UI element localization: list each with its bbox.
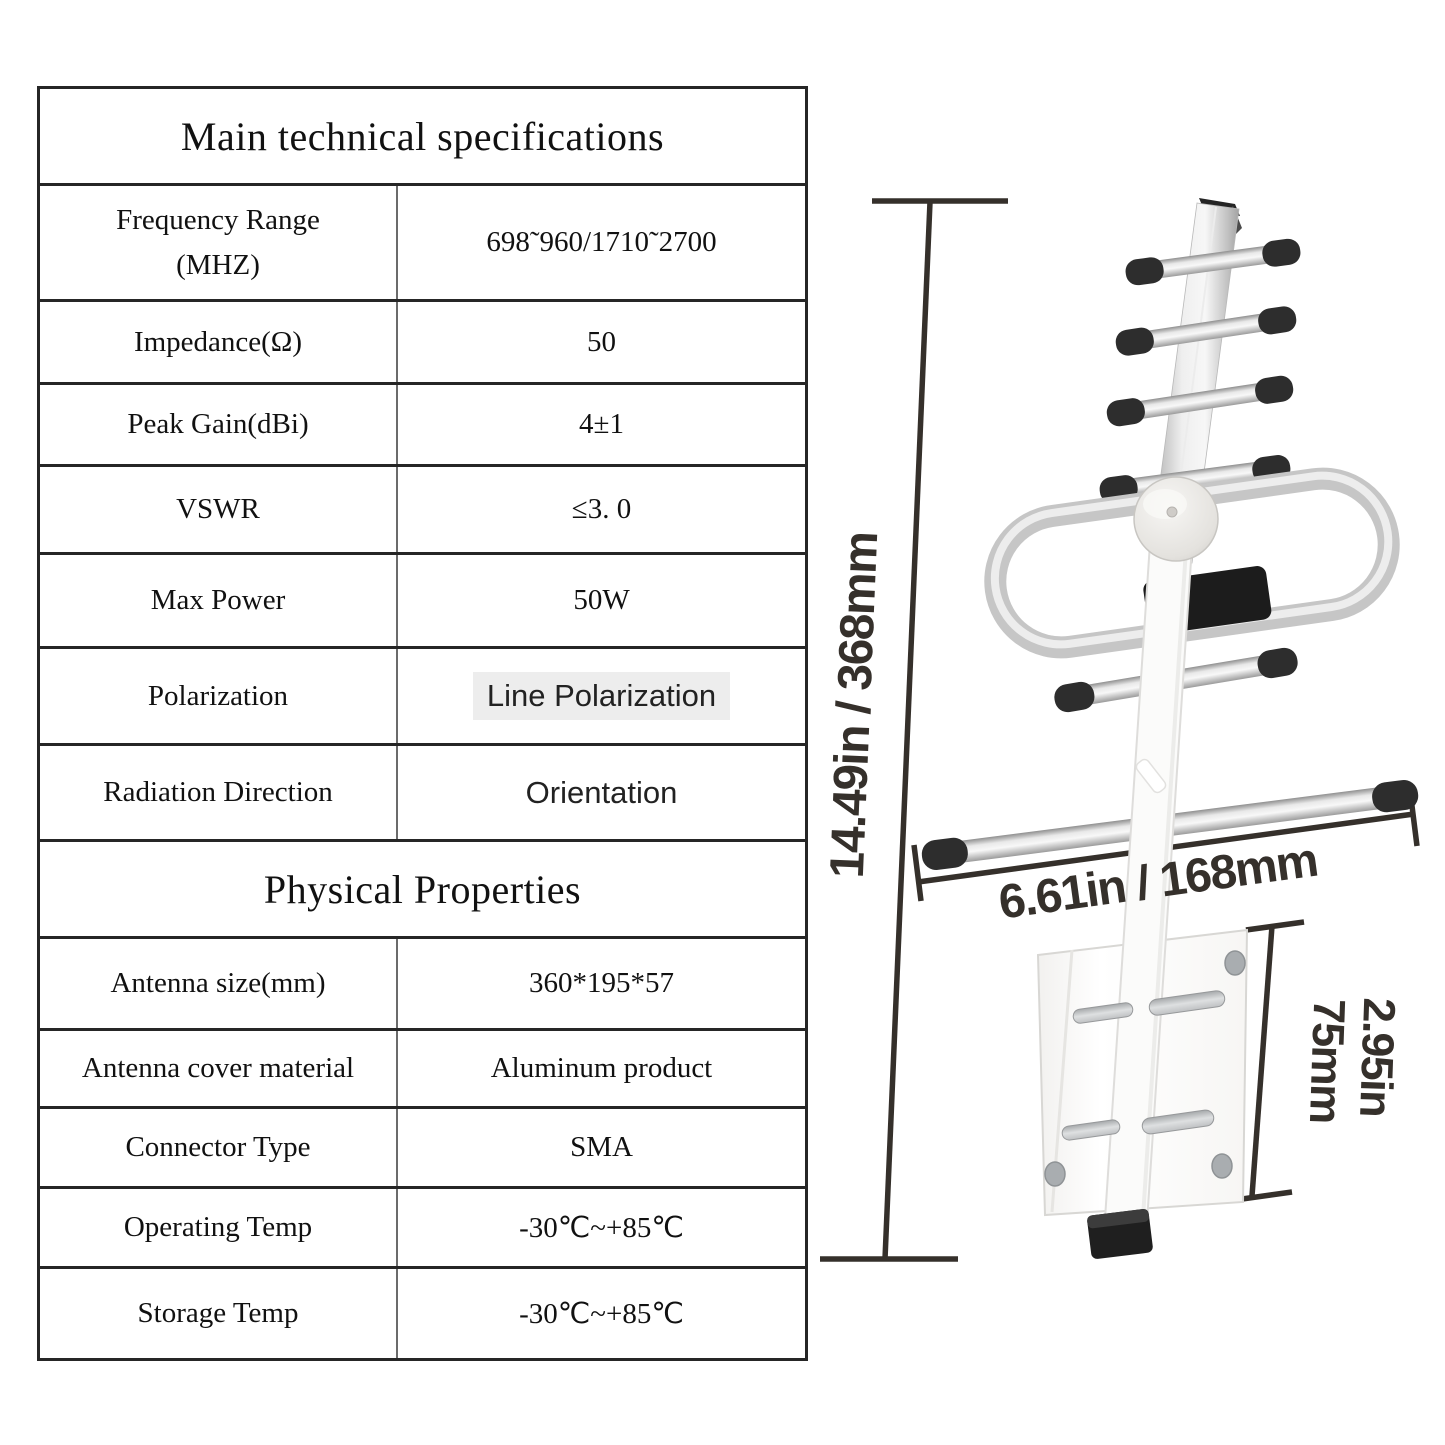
table-section-header: Main technical specifications <box>40 89 805 186</box>
section-title: Physical Properties <box>263 866 582 912</box>
bracket-dimension-line <box>1234 919 1305 1203</box>
boom-end-cap <box>1087 1208 1153 1259</box>
spec-label: Antenna size(mm) <box>40 939 398 1028</box>
spec-value-text: -30℃~+85℃ <box>519 1212 684 1244</box>
table-row: Max Power 50W <box>40 555 805 649</box>
table-row: Polarization Line Polarization <box>40 649 805 746</box>
cable-tie <box>1135 758 1167 794</box>
spec-value-text: 698˜960/1710˜2700 <box>486 226 717 258</box>
spec-value: Line Polarization <box>398 649 805 743</box>
spec-label: Operating Temp <box>40 1189 398 1266</box>
table-row: Frequency Range (MHZ) 698˜960/1710˜2700 <box>40 186 805 302</box>
spec-label: Peak Gain(dBi) <box>40 385 398 464</box>
spec-value-text: Orientation <box>525 774 678 810</box>
section-title: Main technical specifications <box>180 113 665 159</box>
table-row: Operating Temp -30℃~+85℃ <box>40 1189 805 1269</box>
bracket-dimension-mm: 75mm <box>1300 998 1355 1124</box>
spec-label: VSWR <box>40 467 398 552</box>
spec-label: Frequency Range (MHZ) <box>40 186 398 299</box>
spec-label: Radiation Direction <box>40 746 398 839</box>
spec-label: Polarization <box>40 649 398 743</box>
table-row: Antenna cover material Aluminum product <box>40 1031 805 1109</box>
spec-label: Impedance(Ω) <box>40 302 398 382</box>
yagi-antenna-photo: 14.49in / 368mm 6.61in / 168mm 2.95in 75… <box>820 198 1420 1262</box>
table-row: VSWR ≤3. 0 <box>40 467 805 555</box>
table-row: Storage Temp -30℃~+85℃ <box>40 1269 805 1358</box>
table-row: Radiation Direction Orientation <box>40 746 805 842</box>
height-dimension-label: 14.49in / 368mm <box>821 532 888 880</box>
spec-value: 360*195*57 <box>398 939 805 1028</box>
spec-value: Aluminum product <box>398 1031 805 1106</box>
spec-value: 698˜960/1710˜2700 <box>398 186 805 299</box>
table-row: Antenna size(mm) 360*195*57 <box>40 939 805 1031</box>
table-section-header: Physical Properties <box>40 842 805 939</box>
spec-value: ≤3. 0 <box>398 467 805 552</box>
bracket-hole <box>1211 1153 1233 1179</box>
spec-value: -30℃~+85℃ <box>398 1269 805 1358</box>
spec-value: 50 <box>398 302 805 382</box>
antenna-figure: 14.49in / 368mm 6.61in / 168mm 2.95in 75… <box>820 180 1445 1445</box>
spec-value: -30℃~+85℃ <box>398 1189 805 1266</box>
u-bolt-slots <box>1061 990 1226 1141</box>
spec-value-text: 50 <box>587 325 616 358</box>
spec-value-text: Aluminum product <box>490 1052 713 1084</box>
director-element <box>1115 306 1297 356</box>
table-row: Connector Type SMA <box>40 1109 805 1189</box>
spec-label: Connector Type <box>40 1109 398 1186</box>
spec-value: Orientation <box>398 746 805 839</box>
director-element <box>1125 238 1301 286</box>
spec-value: 50W <box>398 555 805 646</box>
bracket-hole <box>1044 1161 1066 1187</box>
spec-label: Storage Temp <box>40 1269 398 1358</box>
bracket-hole <box>1224 950 1246 976</box>
spec-value-text: Line Polarization <box>472 672 731 720</box>
spec-value-text: 50W <box>573 584 630 616</box>
bracket-dimension-inches: 2.95in <box>1350 997 1405 1117</box>
spec-value-text: SMA <box>570 1131 633 1163</box>
spec-value-text: 360*195*57 <box>529 967 674 999</box>
spec-value: SMA <box>398 1109 805 1186</box>
table-row: Impedance(Ω) 50 <box>40 302 805 385</box>
table-row: Peak Gain(dBi) 4±1 <box>40 385 805 467</box>
dipole-hub <box>1133 476 1219 562</box>
spec-value-text: 4±1 <box>579 408 624 440</box>
spec-value-text: -30℃~+85℃ <box>519 1298 684 1330</box>
director-element <box>1106 375 1294 427</box>
height-dimension-line <box>820 198 1008 1262</box>
spec-label: Max Power <box>40 555 398 646</box>
spec-value: 4±1 <box>398 385 805 464</box>
bracket-dimension-label: 2.95in 75mm <box>1300 995 1405 1128</box>
spec-value-text: ≤3. 0 <box>571 493 632 525</box>
spec-label: Antenna cover material <box>40 1031 398 1106</box>
